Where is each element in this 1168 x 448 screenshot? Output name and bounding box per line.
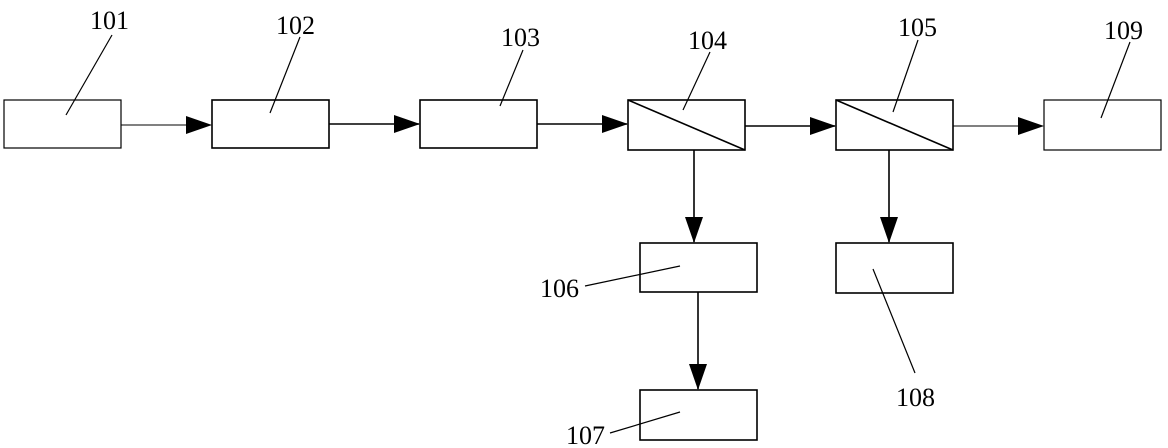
block-104 [627, 99, 746, 151]
label-103: 103 [501, 23, 540, 52]
leader-108 [872, 268, 916, 374]
label-104: 104 [688, 26, 727, 55]
block-109 [1043, 99, 1162, 151]
leader-102 [269, 36, 301, 114]
label-108: 108 [896, 383, 935, 412]
label-102: 102 [276, 11, 315, 40]
block-108 [835, 242, 954, 294]
block-101 [3, 99, 122, 149]
block-105-diagonal [835, 99, 954, 151]
block-106 [639, 242, 758, 293]
leader-104 [682, 51, 711, 111]
block-102 [211, 99, 330, 149]
leader-109 [1100, 41, 1131, 119]
label-101: 101 [90, 6, 129, 35]
label-107: 107 [566, 421, 605, 448]
block-103 [419, 99, 538, 149]
leader-105 [892, 39, 919, 113]
label-109: 109 [1104, 16, 1143, 45]
label-105: 105 [898, 13, 937, 42]
leader-106 [584, 265, 681, 287]
leader-107 [609, 411, 681, 434]
block-104-diagonal [627, 99, 746, 151]
block-107 [639, 389, 758, 441]
leader-103 [499, 49, 524, 107]
label-106: 106 [540, 274, 579, 303]
leader-101 [65, 34, 113, 116]
